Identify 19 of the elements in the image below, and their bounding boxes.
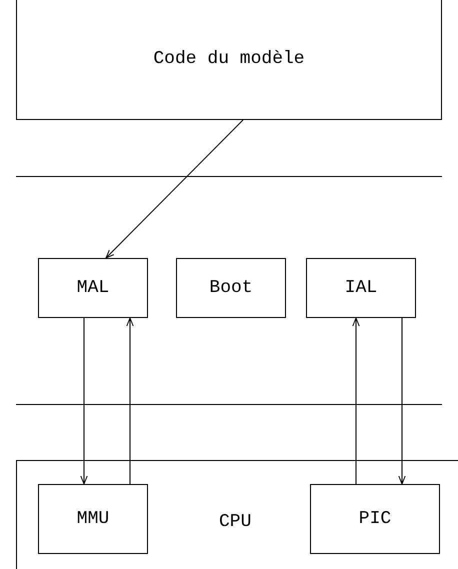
module-label: Boot	[209, 279, 253, 297]
module-label: PIC	[358, 510, 392, 528]
module-label: CPU	[219, 513, 252, 531]
module-label: MAL	[76, 279, 110, 297]
module-box	[176, 258, 286, 318]
module-box	[38, 484, 148, 554]
arrow	[352, 318, 360, 484]
arrow	[106, 120, 244, 258]
arrow	[398, 318, 406, 484]
module-box	[310, 484, 440, 554]
container-box	[16, 460, 458, 569]
module-label: IAL	[344, 279, 378, 297]
module-box	[38, 258, 148, 318]
module-box	[306, 258, 416, 318]
module-box	[16, 0, 442, 120]
arrow	[126, 318, 134, 484]
arrow	[80, 318, 88, 484]
module-label: Code du modèle	[153, 50, 305, 68]
module-label: MMU	[76, 510, 110, 528]
